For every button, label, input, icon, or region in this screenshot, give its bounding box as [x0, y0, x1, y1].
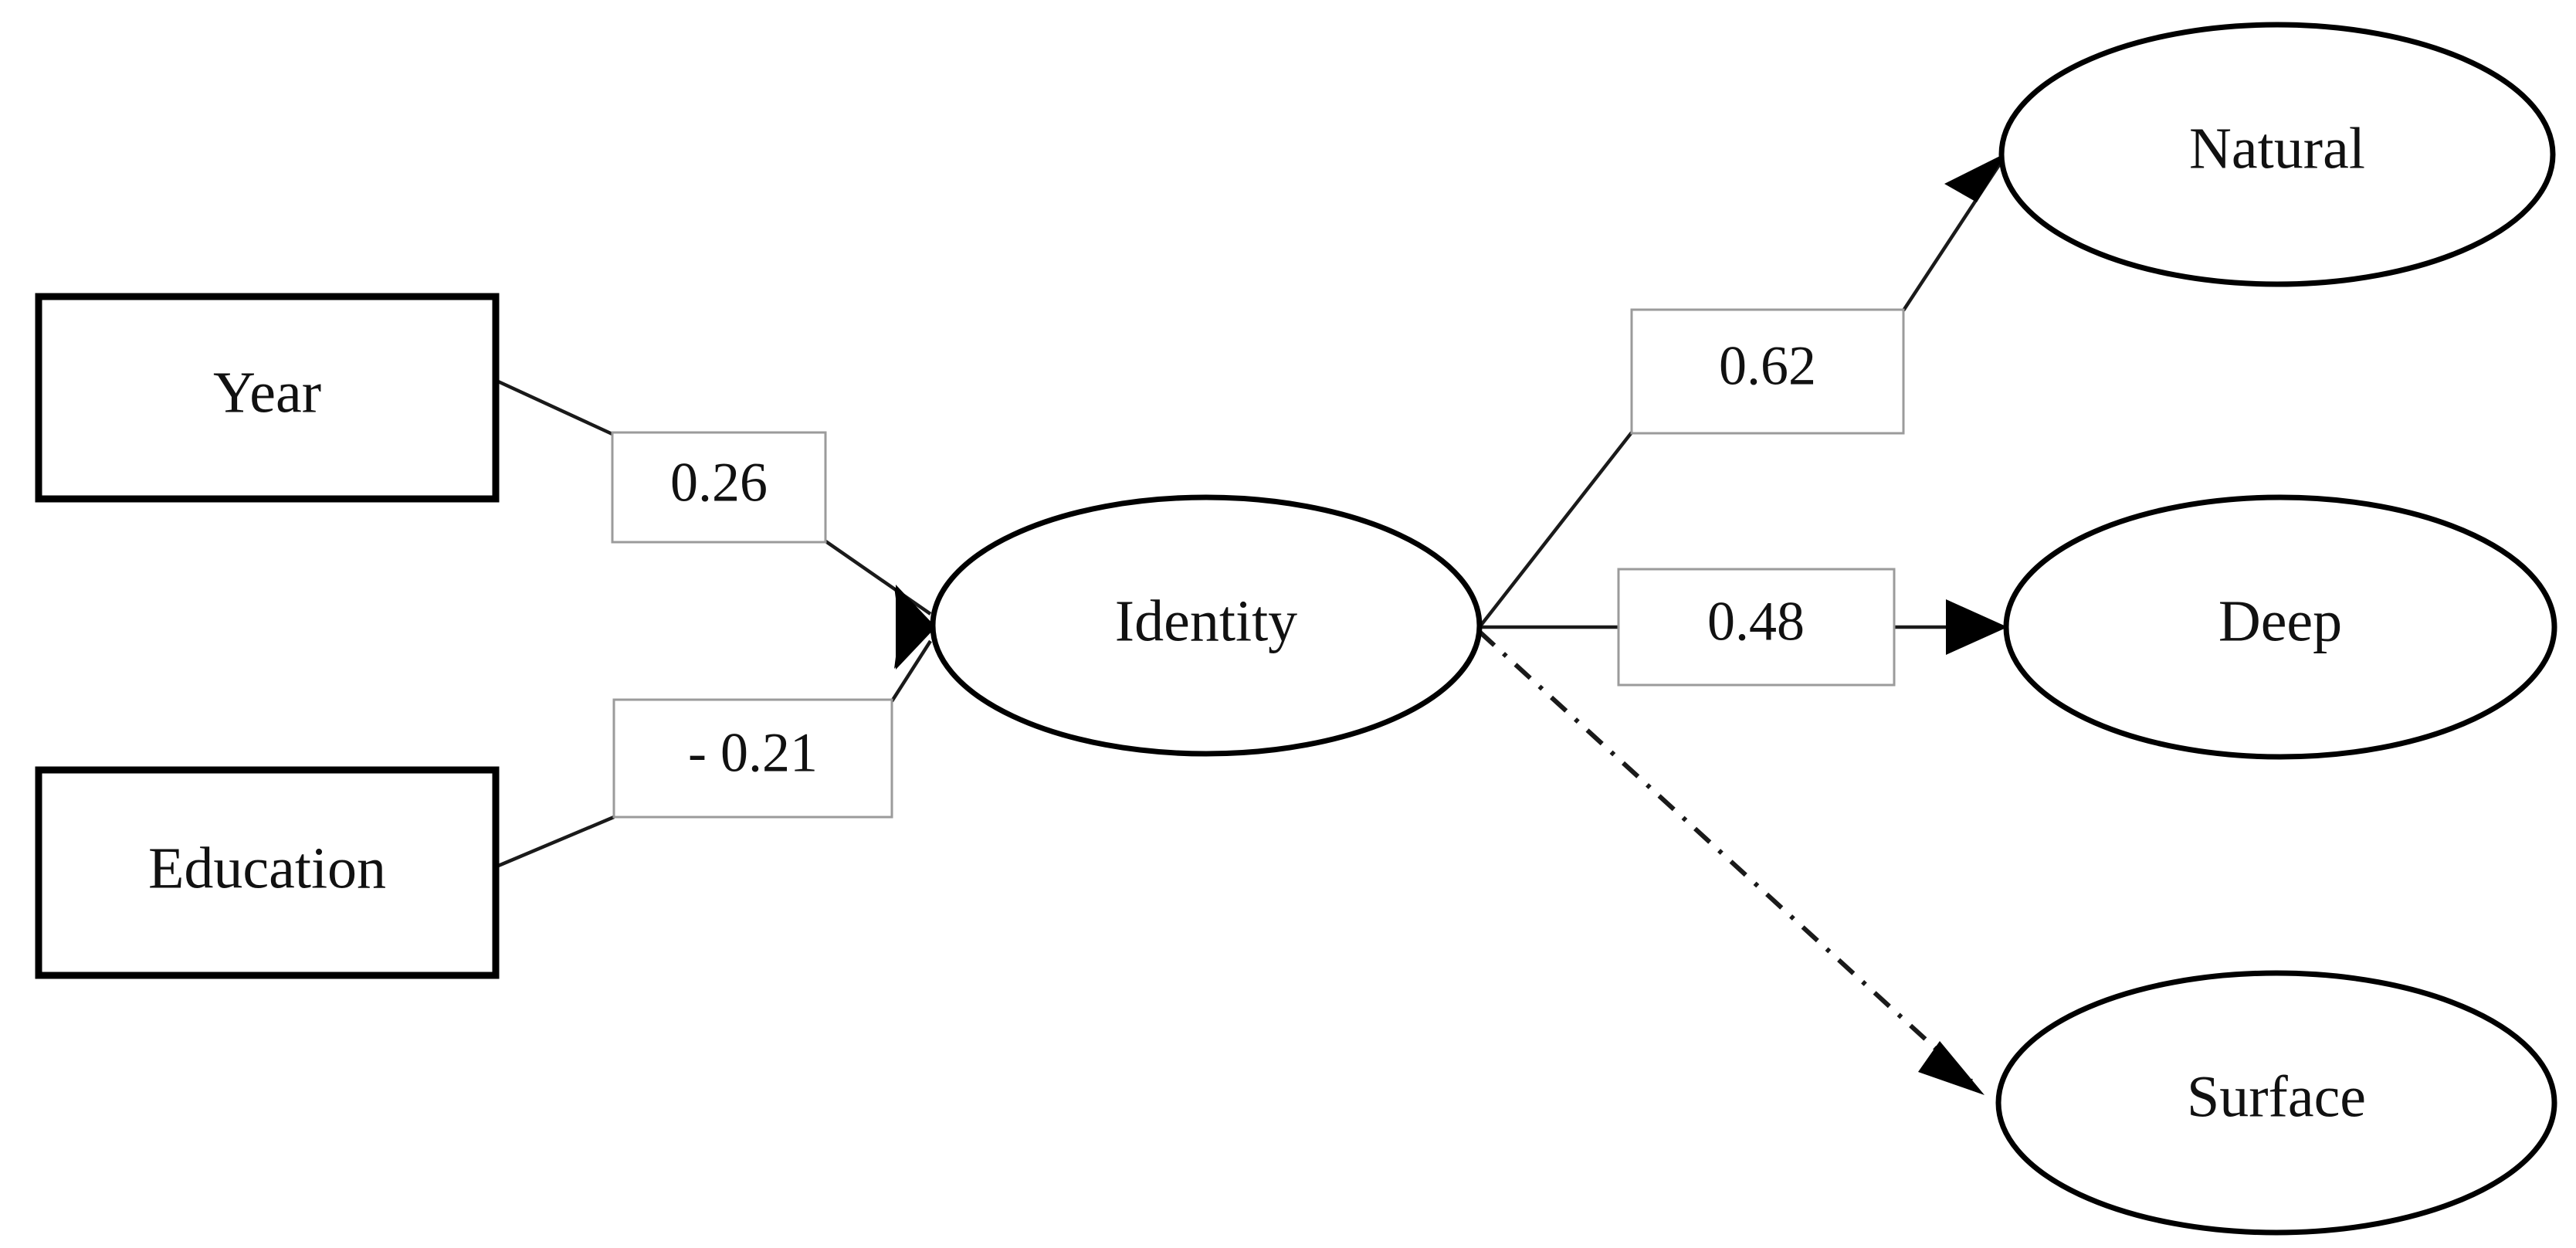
edge-education-to-identity-segment-2: [890, 639, 932, 703]
node-deep-shape: [2003, 494, 2557, 760]
node-deep-label: Deep: [2218, 588, 2342, 653]
node-education[interactable]: Education: [35, 766, 500, 979]
coef-identity-natural-value: 0.62: [1719, 335, 1816, 397]
node-identity-shape: [930, 494, 1483, 757]
node-surface-shape: [1995, 970, 2557, 1236]
edge-identity-to-surface: [1477, 629, 1974, 1084]
node-year[interactable]: Year: [35, 293, 500, 503]
edge-year-to-identity-segment-1: [496, 378, 615, 437]
node-year-label: Year: [213, 360, 321, 425]
node-natural-shape: [1998, 22, 2556, 287]
node-education-label: Education: [148, 836, 386, 900]
coef-education-identity-value: - 0.21: [688, 722, 818, 784]
node-identity-label: Identity: [1115, 588, 1297, 653]
coef-identity-natural-box: [1630, 308, 1905, 435]
coef-identity-deep[interactable]: 0.48: [1617, 568, 1896, 687]
edge-year-to-identity-segment-2: [823, 539, 932, 616]
arrowhead-into-surface: [1918, 1041, 1985, 1095]
coef-education-identity-box: [612, 698, 893, 819]
coef-identity-deep-value: 0.48: [1707, 591, 1805, 653]
edge-education-to-identity-segment-1: [496, 815, 615, 869]
arrowhead-into-identity: [896, 585, 936, 670]
coef-identity-deep-box: [1617, 568, 1896, 687]
edge-identity-to-natural-segment-1: [1478, 431, 1633, 629]
coef-education-identity[interactable]: - 0.21: [612, 698, 893, 819]
coef-year-identity-box: [611, 431, 827, 544]
node-identity[interactable]: Identity: [930, 494, 1483, 757]
node-education-shape: [35, 766, 500, 979]
coef-year-identity-value: 0.26: [670, 452, 768, 514]
arrowhead-into-natural: [1944, 153, 2006, 202]
coef-identity-natural[interactable]: 0.62: [1630, 308, 1905, 435]
node-surface-label: Surface: [2187, 1064, 2366, 1129]
node-natural[interactable]: Natural: [1998, 22, 2556, 287]
node-natural-label: Natural: [2189, 116, 2365, 181]
arrowhead-into-deep: [1946, 599, 2008, 655]
node-surface[interactable]: Surface: [1995, 970, 2557, 1236]
node-year-shape: [35, 293, 500, 503]
coef-year-identity[interactable]: 0.26: [611, 431, 827, 544]
node-deep[interactable]: Deep: [2003, 494, 2557, 760]
